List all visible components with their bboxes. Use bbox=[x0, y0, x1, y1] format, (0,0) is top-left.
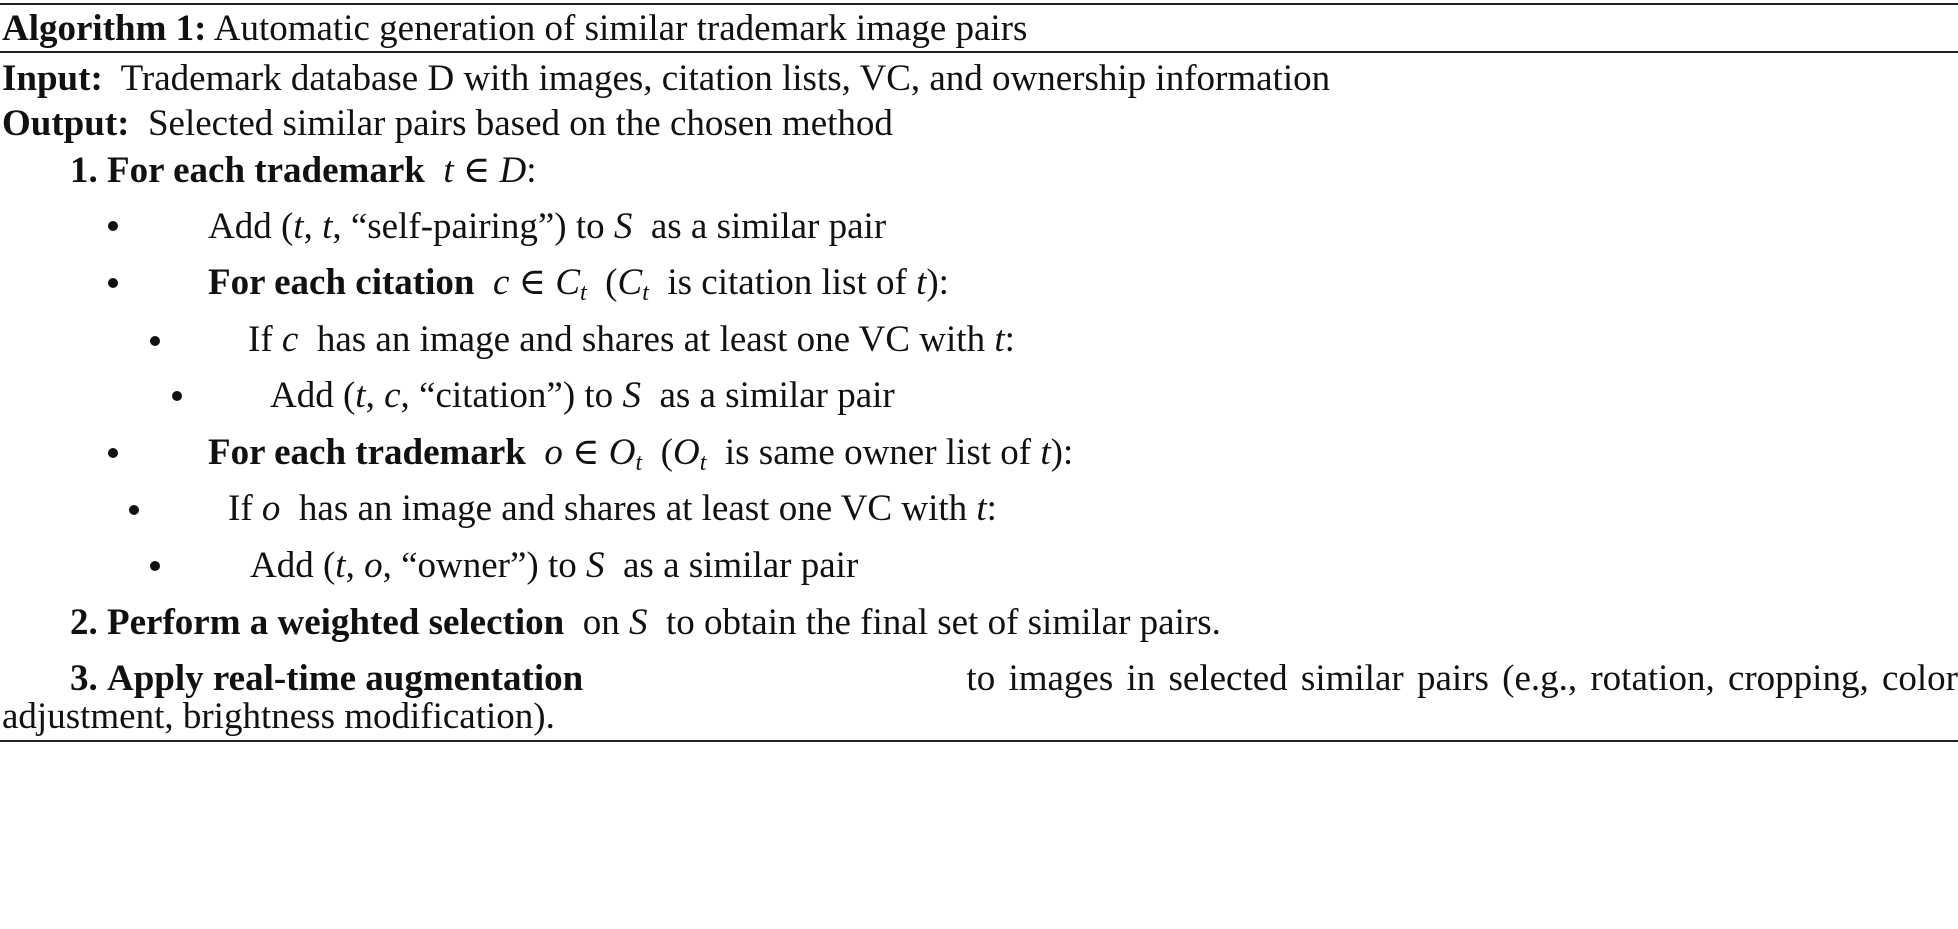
bullet-icon bbox=[150, 561, 160, 571]
subscript-t: t bbox=[699, 450, 707, 476]
output-text: Selected similar pairs based on the chos… bbox=[147, 103, 893, 144]
colon: : bbox=[526, 150, 537, 191]
text: , bbox=[345, 545, 365, 586]
text: , bbox=[303, 206, 323, 247]
text: Add ( bbox=[270, 375, 356, 416]
algorithm-label: Algorithm 1: bbox=[2, 8, 207, 49]
loop-keyword: For each trademark bbox=[208, 432, 526, 473]
bottom-rule bbox=[0, 740, 1958, 742]
set-d: D bbox=[499, 150, 527, 191]
step-3-text-line-1: to images in selected similar pairs (e.g… bbox=[966, 658, 1958, 699]
set-o: O bbox=[672, 432, 700, 473]
output-line: Output: Selected similar pairs based on … bbox=[2, 105, 893, 142]
var-c: c bbox=[384, 375, 401, 416]
var-o: o bbox=[544, 432, 563, 473]
text: : bbox=[1004, 319, 1015, 360]
input-line: Input: Trademark database D with images,… bbox=[2, 60, 1330, 97]
citation-loop-line: For each citation c ∈ Ct (Ct is citation… bbox=[208, 264, 949, 305]
text: is same owner list of bbox=[715, 432, 1041, 473]
text: as a similar pair bbox=[650, 375, 895, 416]
top-rule bbox=[0, 3, 1958, 5]
var-t: t bbox=[293, 206, 304, 247]
text: If bbox=[248, 319, 282, 360]
step-3-continuation: adjustment, brightness modification). bbox=[2, 698, 555, 735]
set-c: C bbox=[617, 262, 643, 303]
var-t: t bbox=[916, 262, 927, 303]
var-t: t bbox=[1040, 432, 1051, 473]
set-o: O bbox=[608, 432, 636, 473]
bullet-icon bbox=[108, 448, 118, 458]
var-t: t bbox=[322, 206, 333, 247]
loop-keyword: For each citation bbox=[208, 262, 475, 303]
output-label: Output: bbox=[2, 103, 130, 144]
text: has an image and shares at least one VC … bbox=[289, 488, 977, 529]
step-number: 2. bbox=[70, 602, 98, 643]
element-of-symbol: ∈ bbox=[572, 432, 600, 473]
element-of-symbol: ∈ bbox=[462, 150, 491, 191]
input-label: Input: bbox=[2, 58, 103, 99]
step-3-text-line-2: adjustment, brightness modification). bbox=[2, 696, 555, 737]
bullet-icon bbox=[129, 505, 139, 515]
element-of-symbol: ∈ bbox=[518, 262, 547, 303]
subscript-t: t bbox=[642, 280, 649, 306]
step-number: 1. bbox=[70, 150, 98, 191]
text: ): bbox=[926, 262, 949, 303]
var-c: c bbox=[281, 319, 299, 360]
text: has an image and shares at least one VC … bbox=[307, 319, 995, 360]
text: , “self-pairing”) to bbox=[332, 206, 614, 247]
set-s: S bbox=[622, 375, 641, 416]
step-number: 3. bbox=[70, 658, 98, 699]
set-s: S bbox=[628, 602, 648, 643]
text: , bbox=[365, 375, 385, 416]
header-rule bbox=[0, 51, 1958, 53]
owner-if-line: If o has an image and shares at least on… bbox=[228, 490, 997, 527]
bullet-icon bbox=[108, 278, 118, 288]
text: ): bbox=[1050, 432, 1074, 473]
text: ( bbox=[660, 432, 673, 473]
citation-if-line: If c has an image and shares at least on… bbox=[248, 321, 1015, 358]
step-keyword: Perform a weighted selection bbox=[107, 602, 565, 643]
set-s: S bbox=[613, 206, 633, 247]
input-text: Trademark database D with images, citati… bbox=[120, 58, 1331, 99]
owner-add-line: Add (t, o, “owner”) to S as a similar pa… bbox=[250, 547, 858, 584]
text: is citation list of bbox=[658, 262, 917, 303]
algorithm-header: Algorithm 1: Automatic generation of sim… bbox=[2, 10, 1027, 47]
var-t: t bbox=[994, 319, 1005, 360]
text: ( bbox=[605, 262, 618, 303]
text: Add ( bbox=[250, 545, 336, 586]
text: as a similar pair bbox=[613, 545, 859, 586]
text: as a similar pair bbox=[641, 206, 887, 247]
var-o: o bbox=[364, 545, 383, 586]
set-c: C bbox=[555, 262, 580, 303]
var-c: c bbox=[492, 262, 510, 303]
owner-loop-line: For each trademark o ∈ Ot (Ot is same ow… bbox=[208, 434, 1073, 475]
self-pair-line: Add (t, t, “self-pairing”) to S as a sim… bbox=[208, 208, 886, 245]
subscript-t: t bbox=[580, 280, 587, 306]
step-1: 1. For each trademark t ∈ D: bbox=[70, 152, 537, 189]
var-t: t bbox=[976, 488, 987, 529]
step-keyword: For each trademark bbox=[107, 150, 425, 191]
subscript-t: t bbox=[635, 450, 643, 476]
var-t: t bbox=[355, 375, 366, 416]
algorithm-title: Automatic generation of similar trademar… bbox=[213, 8, 1028, 49]
set-s: S bbox=[586, 545, 605, 586]
bullet-icon bbox=[108, 221, 118, 231]
var-t: t bbox=[443, 150, 454, 191]
step-2: 2. Perform a weighted selection on S to … bbox=[70, 604, 1221, 641]
citation-add-line: Add (t, c, “citation”) to S as a similar… bbox=[270, 377, 895, 414]
bullet-icon bbox=[150, 336, 160, 346]
step-keyword: Apply real-time augmentation bbox=[107, 658, 584, 699]
bullet-icon bbox=[172, 391, 182, 401]
var-t: t bbox=[335, 545, 346, 586]
step-3: 3. Apply real-time augmentation to image… bbox=[70, 660, 1958, 697]
text: Add ( bbox=[208, 206, 294, 247]
text: If bbox=[228, 488, 262, 529]
text: , “owner”) to bbox=[382, 545, 586, 586]
text: , “citation”) to bbox=[400, 375, 623, 416]
text: to obtain the final set of similar pairs… bbox=[656, 602, 1221, 643]
text: : bbox=[986, 488, 997, 529]
var-o: o bbox=[261, 488, 281, 529]
text: on bbox=[573, 602, 629, 643]
